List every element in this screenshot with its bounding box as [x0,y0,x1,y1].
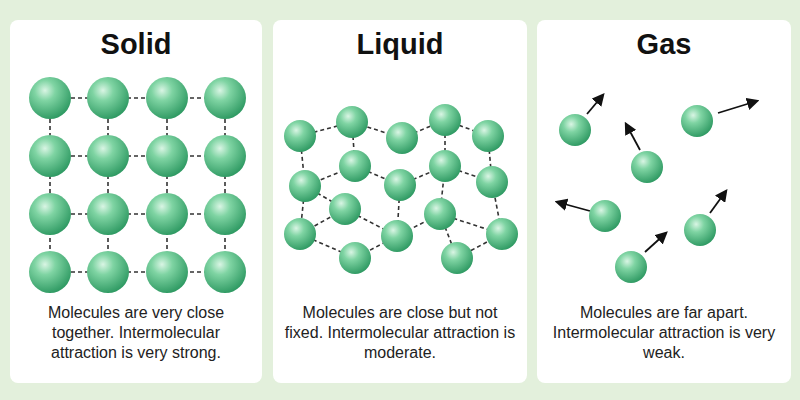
molecule [441,242,473,274]
motion-arrow [587,95,603,114]
bond-lines [50,98,225,272]
molecule [29,135,71,177]
state-panel: LiquidMolecules are close but not fixed.… [273,20,527,383]
bond-lines [300,120,502,258]
panel-description: Molecules are very close together. Inter… [20,303,252,363]
molecule [204,77,246,119]
molecule [289,170,321,202]
molecule [381,220,413,252]
molecule [146,193,188,235]
molecule [424,198,456,230]
molecule [284,218,316,250]
molecule [476,166,508,198]
molecule [87,193,129,235]
molecule [429,104,461,136]
panel-heading: Gas [537,28,791,61]
molecule [429,150,461,182]
molecule [87,135,129,177]
molecule [336,106,368,138]
molecule [204,251,246,293]
molecule [384,169,416,201]
motion-arrow [710,191,726,213]
motion-arrows [557,95,757,252]
motion-arrow [626,124,640,150]
molecules [29,77,716,293]
motion-arrow [718,101,757,113]
molecule [472,120,504,152]
molecule [681,105,713,137]
panel-heading: Liquid [273,28,527,61]
molecule [339,242,371,274]
molecule [386,122,418,154]
molecule [559,114,591,146]
molecule [329,193,361,225]
molecule [29,251,71,293]
molecule [339,150,371,182]
bond-network [300,120,502,258]
molecule [146,251,188,293]
motion-arrow [645,233,666,252]
panel-description: Molecules are close but not fixed. Inter… [283,303,517,363]
molecule [204,193,246,235]
molecule [631,151,663,183]
molecule [615,251,647,283]
molecule [486,218,518,250]
molecule [204,135,246,177]
molecule [87,251,129,293]
state-panel: SolidMolecules are very close together. … [10,20,262,383]
molecule [87,77,129,119]
molecule [146,77,188,119]
molecule [684,214,716,246]
panel-heading: Solid [10,28,262,61]
molecule [589,200,621,232]
motion-arrow [557,202,590,211]
molecule [146,135,188,177]
molecule [29,77,71,119]
bond-grid [50,98,225,272]
molecule [29,193,71,235]
state-panel: GasMolecules are far apart. Intermolecul… [537,20,791,383]
molecule [284,120,316,152]
panel-description: Molecules are far apart. Intermolecular … [547,303,781,363]
